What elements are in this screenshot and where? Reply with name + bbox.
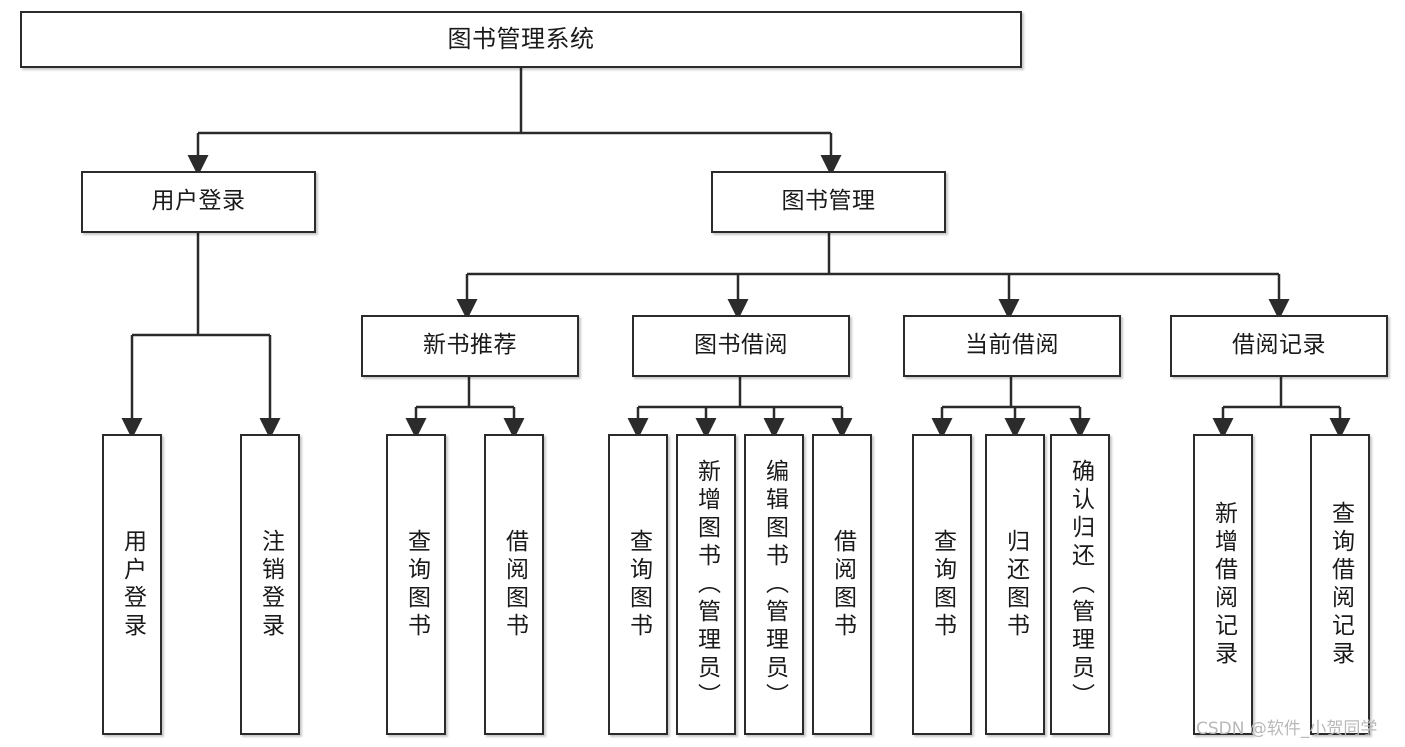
node-borrow-record[interactable]: 借阅记录 — [1170, 315, 1388, 377]
node-label: 借阅图书 — [501, 528, 528, 641]
node-leaf-query-borrow-record[interactable]: 查询借阅记录 — [1310, 434, 1370, 735]
node-label: 新增借阅记录 — [1210, 500, 1237, 669]
node-label: 新增图书（管理员） — [693, 458, 720, 711]
node-label: 用户登录 — [151, 188, 246, 215]
node-leaf-add-borrow-record[interactable]: 新增借阅记录 — [1193, 434, 1253, 735]
node-root-system[interactable]: 图书管理系统 — [20, 11, 1022, 68]
node-label: 查询借阅记录 — [1327, 500, 1354, 669]
node-leaf-logout[interactable]: 注销登录 — [240, 434, 300, 735]
csdn-watermark: CSDN @软件_小贺同学 — [1196, 719, 1378, 739]
node-current-borrow[interactable]: 当前借阅 — [903, 315, 1121, 377]
node-label: 查询图书 — [929, 528, 956, 641]
node-leaf-confirm-return-admin[interactable]: 确认归还（管理员） — [1050, 434, 1110, 735]
node-book-manage[interactable]: 图书管理 — [711, 171, 946, 233]
node-label: 归还图书 — [1002, 528, 1029, 641]
node-leaf-add-book-admin[interactable]: 新增图书（管理员） — [676, 434, 736, 735]
node-label: 图书管理 — [781, 188, 876, 215]
node-label: 确认归还（管理员） — [1067, 458, 1094, 711]
node-label: 查询图书 — [403, 528, 430, 641]
node-label: 新书推荐 — [423, 332, 517, 359]
node-leaf-edit-book-admin[interactable]: 编辑图书（管理员） — [744, 434, 804, 735]
node-new-book-recommend[interactable]: 新书推荐 — [361, 315, 579, 377]
node-leaf-query-book-recommend[interactable]: 查询图书 — [386, 434, 446, 735]
node-label: 注销登录 — [257, 528, 284, 641]
node-label: 借阅图书 — [829, 528, 856, 641]
node-label: 图书管理系统 — [447, 25, 595, 54]
node-leaf-user-login[interactable]: 用户登录 — [102, 434, 162, 735]
node-book-borrow[interactable]: 图书借阅 — [632, 315, 850, 377]
node-user-login[interactable]: 用户登录 — [81, 171, 316, 233]
node-label: 编辑图书（管理员） — [761, 458, 788, 711]
node-leaf-borrow-book-recommend[interactable]: 借阅图书 — [484, 434, 544, 735]
node-leaf-return-book[interactable]: 归还图书 — [985, 434, 1045, 735]
node-leaf-borrow-book[interactable]: 借阅图书 — [812, 434, 872, 735]
node-label: 当前借阅 — [965, 332, 1059, 359]
node-label: 借阅记录 — [1232, 332, 1326, 359]
node-label: 查询图书 — [625, 528, 652, 641]
node-label: 用户登录 — [119, 528, 146, 641]
node-label: 图书借阅 — [694, 332, 788, 359]
node-leaf-query-book-current[interactable]: 查询图书 — [912, 434, 972, 735]
node-leaf-query-book-borrow[interactable]: 查询图书 — [608, 434, 668, 735]
